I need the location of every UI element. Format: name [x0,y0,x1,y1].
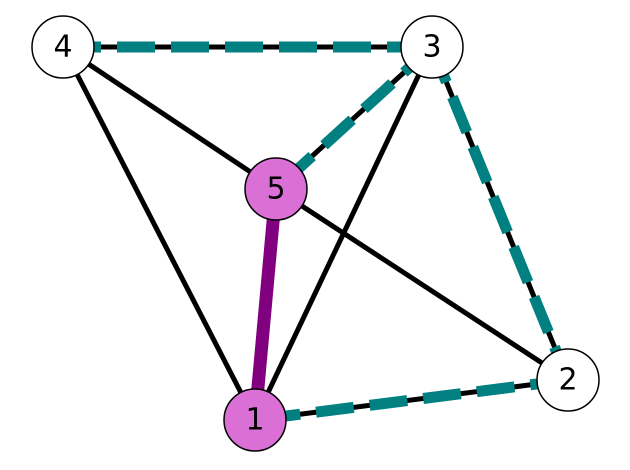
node-label: 4 [53,30,72,65]
node-label: 3 [422,30,441,65]
edge-2-1 [254,374,569,426]
node-3: 3 [400,15,464,79]
node-1: 1 [223,388,287,452]
node-circle [536,348,600,412]
edge-3-2 [426,44,574,383]
nodes-layer: 1 2 3 4 5 [31,15,600,452]
node-circle [400,15,464,79]
node-circle [223,388,287,452]
node-label: 2 [558,363,577,398]
edge-1-5 [248,188,283,421]
edge-4-5 [61,44,278,192]
node-2: 2 [536,348,600,412]
node-4: 4 [31,15,95,79]
node-circle [244,157,308,221]
edge-4-1 [60,45,258,422]
edge-3-5 [272,42,436,194]
node-5: 5 [244,157,308,221]
node-label: 5 [266,172,285,207]
node-label: 1 [245,403,264,438]
edges-layer [60,41,574,426]
node-circle [31,15,95,79]
edge-5-2 [274,186,570,383]
